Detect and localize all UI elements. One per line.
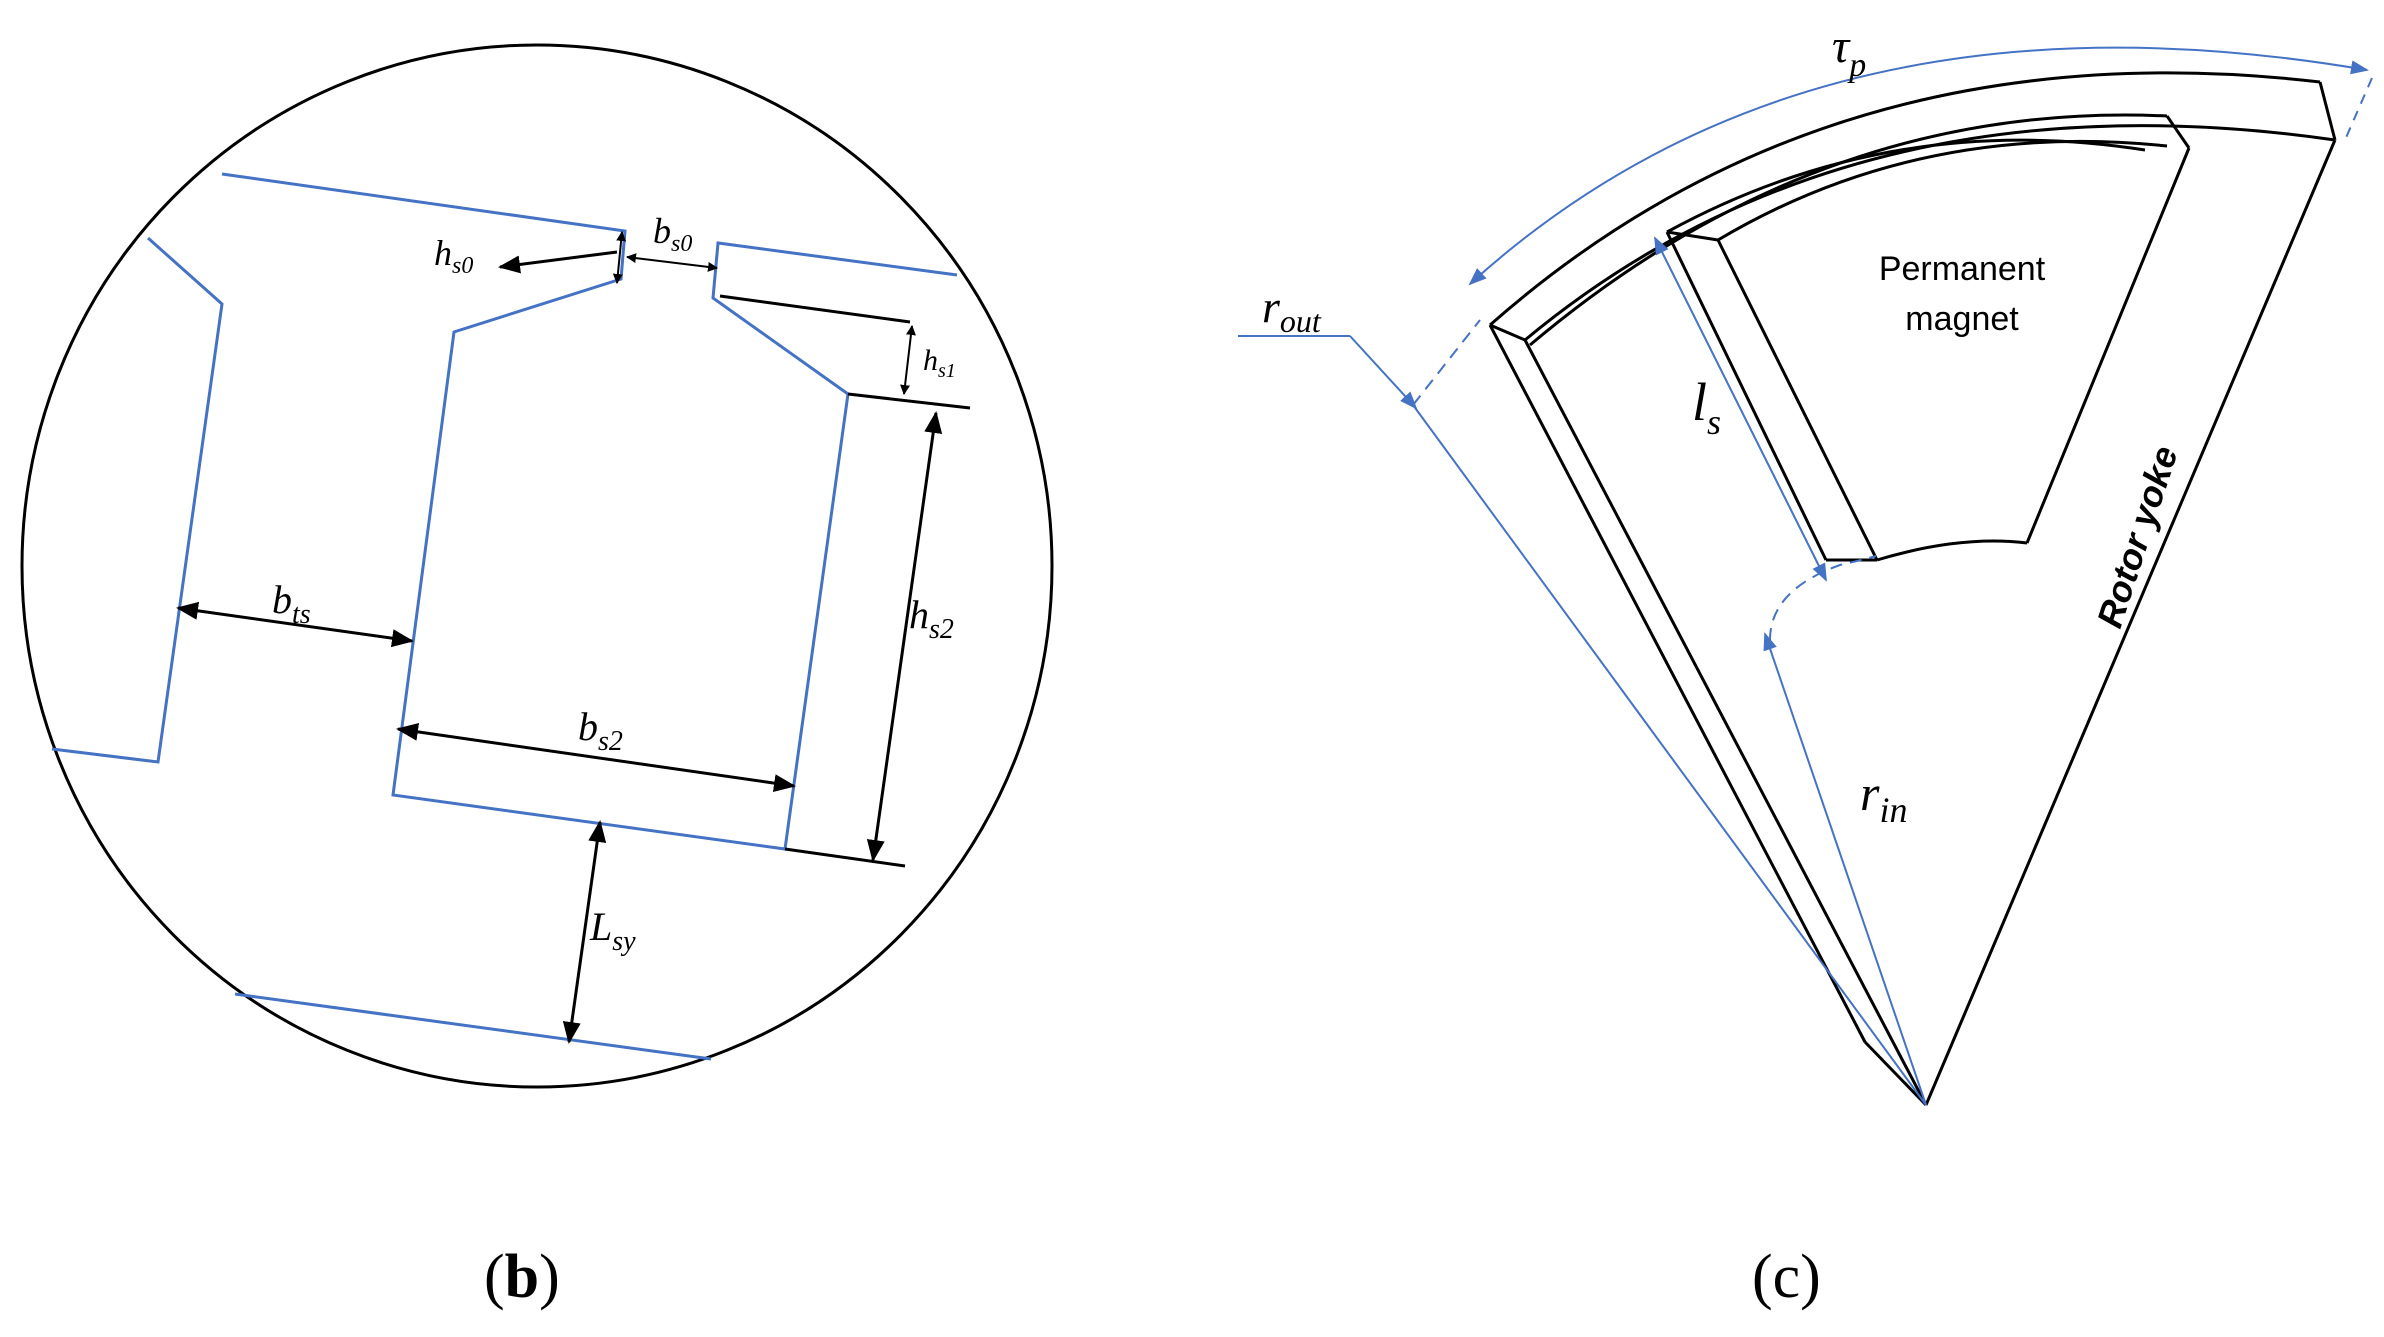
- lsy-arrow: [562, 820, 607, 1044]
- magnet-top-face-inner: [1717, 139, 2168, 242]
- ext-line-3: [784, 847, 906, 868]
- hs2-arrow: [866, 411, 943, 862]
- label-hs2: hs2: [909, 592, 954, 645]
- zoom-circle: [20, 43, 1054, 1089]
- bs2-arrow: [396, 722, 796, 793]
- tau-dashed-right: [2344, 77, 2373, 141]
- label-bs2: bs2: [578, 704, 623, 757]
- magnet-outer-arc: [1529, 113, 2168, 347]
- magnet-left-edge-2: [1716, 239, 1879, 561]
- label-bts: bts: [272, 577, 311, 630]
- magnet-top-right: [2165, 115, 2191, 149]
- left-tooth-outline: [51, 236, 224, 764]
- extension-lines: [719, 294, 971, 868]
- magnet-block: [1529, 113, 2191, 562]
- label-magnet-line2: magnet: [1905, 300, 2019, 338]
- hs0-tick-arrow: [612, 231, 627, 284]
- magnet-top-face: [1666, 138, 2146, 234]
- panel-c: τp rout ls rin Permanent magnet Rotor yo…: [1238, 20, 2373, 1311]
- ext-line-2: [847, 392, 971, 410]
- label-lsy: Lsy: [589, 904, 636, 957]
- rout-radius-line: [1412, 404, 1927, 1106]
- caption-c: (c): [1752, 1243, 1821, 1311]
- magnet-left-edge-1: [1665, 231, 1828, 561]
- ls-arrow: [1654, 236, 1827, 582]
- rotor-yoke: [1488, 71, 2337, 1107]
- hs1-arrow: [900, 325, 916, 395]
- rout-dashed-ext: [1412, 319, 1481, 406]
- label-magnet-line1: Permanent: [1879, 250, 2046, 288]
- label-hs1: hs1: [923, 344, 956, 382]
- bts-arrow: [176, 601, 414, 648]
- caption-b: (b): [484, 1243, 560, 1311]
- rout-leader-diag: [1349, 335, 1418, 410]
- tau-arc: [1468, 46, 2369, 286]
- label-hs0: hs0: [434, 233, 473, 279]
- yoke-left-top-edge: [1489, 323, 1526, 342]
- radius-lines: [1238, 46, 2373, 1106]
- label-rin: rin: [1860, 765, 1907, 830]
- yoke-right-top-edge: [2318, 81, 2337, 141]
- panel-b: hs0 bs0 hs1 hs2 bts bs2 Lsy (b): [20, 43, 1054, 1311]
- yoke-left-outer-edge: [1523, 339, 1928, 1106]
- label-bs0: bs0: [653, 211, 692, 257]
- bs0-arrow: [626, 253, 718, 272]
- ext-line-1: [719, 294, 911, 324]
- yoke-left-back-edge: [1488, 324, 1867, 1043]
- bottom-yoke-edge: [234, 992, 712, 1061]
- stator-outline: [51, 172, 958, 1061]
- label-tau: τp: [1832, 20, 1866, 84]
- yoke-bottom-edge: [1863, 1040, 1928, 1107]
- label-ls: ls: [1692, 372, 1721, 442]
- rin-dashed-arc: [1769, 555, 1877, 641]
- magnet-bottom-arc: [1876, 539, 2028, 562]
- hs0-arrow: [498, 250, 618, 274]
- dimension-arrows: [176, 231, 943, 1044]
- label-rout: rout: [1262, 281, 1322, 339]
- rin-radius-line: [1763, 632, 1927, 1106]
- yoke-right-edge: [1924, 139, 2337, 1106]
